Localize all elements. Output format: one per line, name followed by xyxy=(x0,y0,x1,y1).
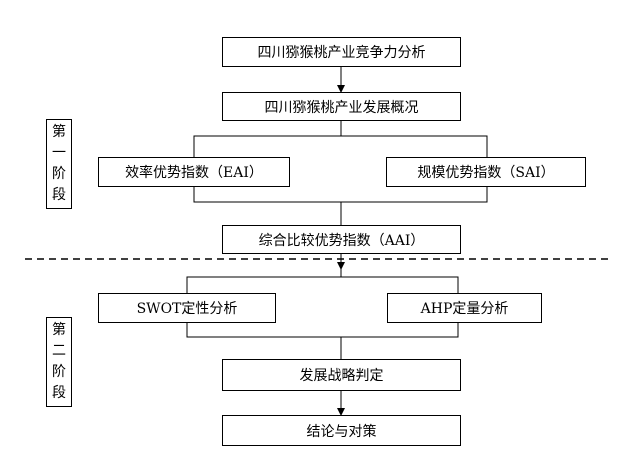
stage-one-char: 一 xyxy=(52,145,66,161)
node-strategy: 发展战略判定 xyxy=(222,359,461,391)
node-swot: SWOT定性分析 xyxy=(98,293,276,323)
connector-stage2-merge xyxy=(186,322,459,338)
stage-two-char: 第 xyxy=(52,322,66,338)
node-overview: 四川猕猴桃产业发展概况 xyxy=(222,92,461,121)
stage-two-char: 二 xyxy=(52,343,66,359)
node-title: 四川猕猴桃产业竞争力分析 xyxy=(222,37,461,67)
node-title-label: 四川猕猴桃产业竞争力分析 xyxy=(257,45,426,61)
stage-one-char: 第 xyxy=(52,124,66,140)
node-aai-label: 综合比较优势指数（AAI） xyxy=(258,232,425,249)
node-sai-label: 规模优势指数（SAI） xyxy=(417,165,555,181)
node-overview-label: 四川猕猴桃产业发展概况 xyxy=(264,99,419,116)
node-eai-label: 效率优势指数（EAI） xyxy=(125,165,263,181)
node-ahp: AHP定量分析 xyxy=(387,293,542,323)
stage-two-char: 阶 xyxy=(52,364,66,380)
connector-stage2-split xyxy=(186,276,459,293)
stage-one-char: 段 xyxy=(52,187,66,203)
node-conclusion: 结论与对策 xyxy=(222,415,461,446)
node-eai: 效率优势指数（EAI） xyxy=(98,157,290,187)
stage-two-label: 第 二 阶 段 xyxy=(46,317,72,407)
stage-one-label: 第 一 阶 段 xyxy=(46,119,72,209)
connector-stage1-merge xyxy=(193,186,488,203)
node-ahp-label: AHP定量分析 xyxy=(420,301,509,317)
node-sai: 规模优势指数（SAI） xyxy=(386,157,586,187)
stage-two-char: 段 xyxy=(52,385,66,401)
stage-one-char: 阶 xyxy=(52,166,66,182)
node-strategy-label: 发展战略判定 xyxy=(299,368,384,384)
node-conclusion-label: 结论与对策 xyxy=(306,423,377,440)
connector-stage1-split xyxy=(193,135,488,157)
node-swot-label: SWOT定性分析 xyxy=(136,301,238,317)
node-aai: 综合比较优势指数（AAI） xyxy=(222,225,461,254)
